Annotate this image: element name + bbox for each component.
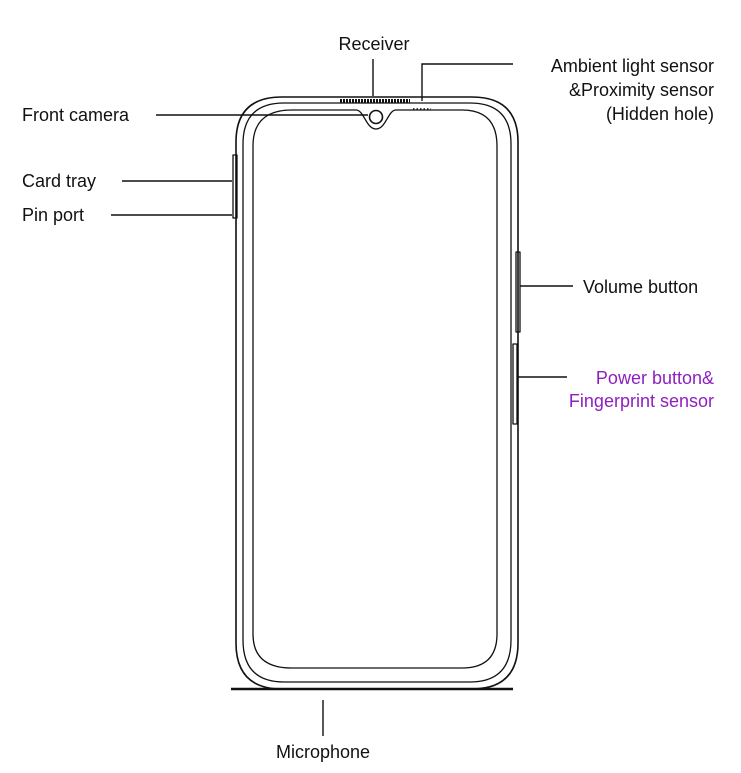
phone-outer-frame — [235, 96, 519, 690]
ambient-sensor-label-line3: (Hidden hole) — [605, 104, 714, 124]
power-button-label-line2: Fingerprint sensor — [568, 391, 714, 411]
pin-port-label: Pin port — [22, 205, 85, 225]
card-tray-label: Card tray — [22, 171, 97, 191]
ambient-sensor-leader — [421, 63, 513, 101]
front-camera-lens — [368, 109, 384, 125]
card-tray-slot — [232, 154, 238, 219]
volume-button-label: Volume button — [583, 277, 699, 297]
microphone-label: Microphone — [275, 742, 371, 762]
receiver-label: Receiver — [338, 34, 410, 54]
ambient-sensor-label-line2: &Proximity sensor — [568, 80, 714, 100]
power-button-label-line1: Power button& — [595, 368, 714, 388]
power-button-shape — [512, 343, 518, 425]
ambient-sensor-label-line1: Ambient light sensor — [550, 56, 714, 76]
screen-outline — [252, 109, 498, 669]
front-camera-label: Front camera — [22, 105, 130, 125]
phone-inner-frame — [242, 102, 512, 683]
volume-button-shape — [515, 251, 521, 333]
